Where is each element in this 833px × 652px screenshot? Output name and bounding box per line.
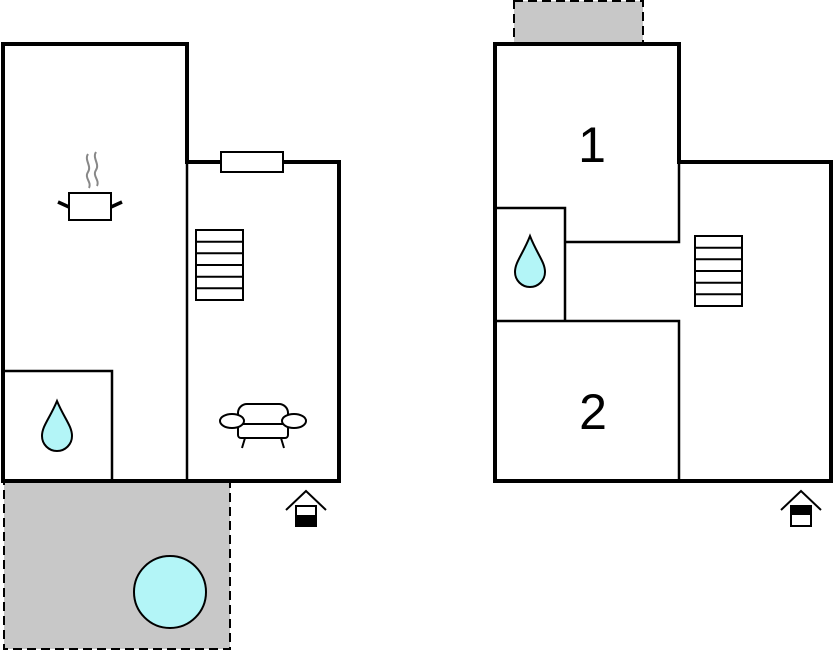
entrance-icon [285, 489, 327, 527]
sofa-icon [219, 403, 307, 449]
ground-floor-bathroom-wall [3, 369, 114, 481]
steam-icon [85, 151, 99, 189]
bathroom-drop-icon [513, 233, 547, 288]
bedroom-2-wall [495, 319, 681, 481]
room-label-1: 1 [578, 117, 606, 173]
ground-floor-plan [1, 42, 341, 650]
bathroom-drop-icon [40, 398, 74, 452]
stairs-icon [195, 229, 244, 301]
room-label-2: 2 [579, 384, 607, 440]
bedroom-1-wall [565, 162, 681, 244]
pool-icon [133, 555, 207, 629]
entrance-icon [780, 489, 822, 527]
balcony-area [513, 0, 644, 45]
stairs-icon [694, 235, 743, 307]
upper-bathroom-wall [495, 206, 567, 321]
upper-floor-outer-wall [493, 42, 833, 483]
kitchen-pot-icon [57, 192, 123, 221]
ground-floor-outer-wall [1, 42, 341, 483]
window-icon [220, 151, 284, 173]
terrace-area [3, 480, 231, 650]
upper-floor-plan: 1 2 [493, 0, 833, 527]
